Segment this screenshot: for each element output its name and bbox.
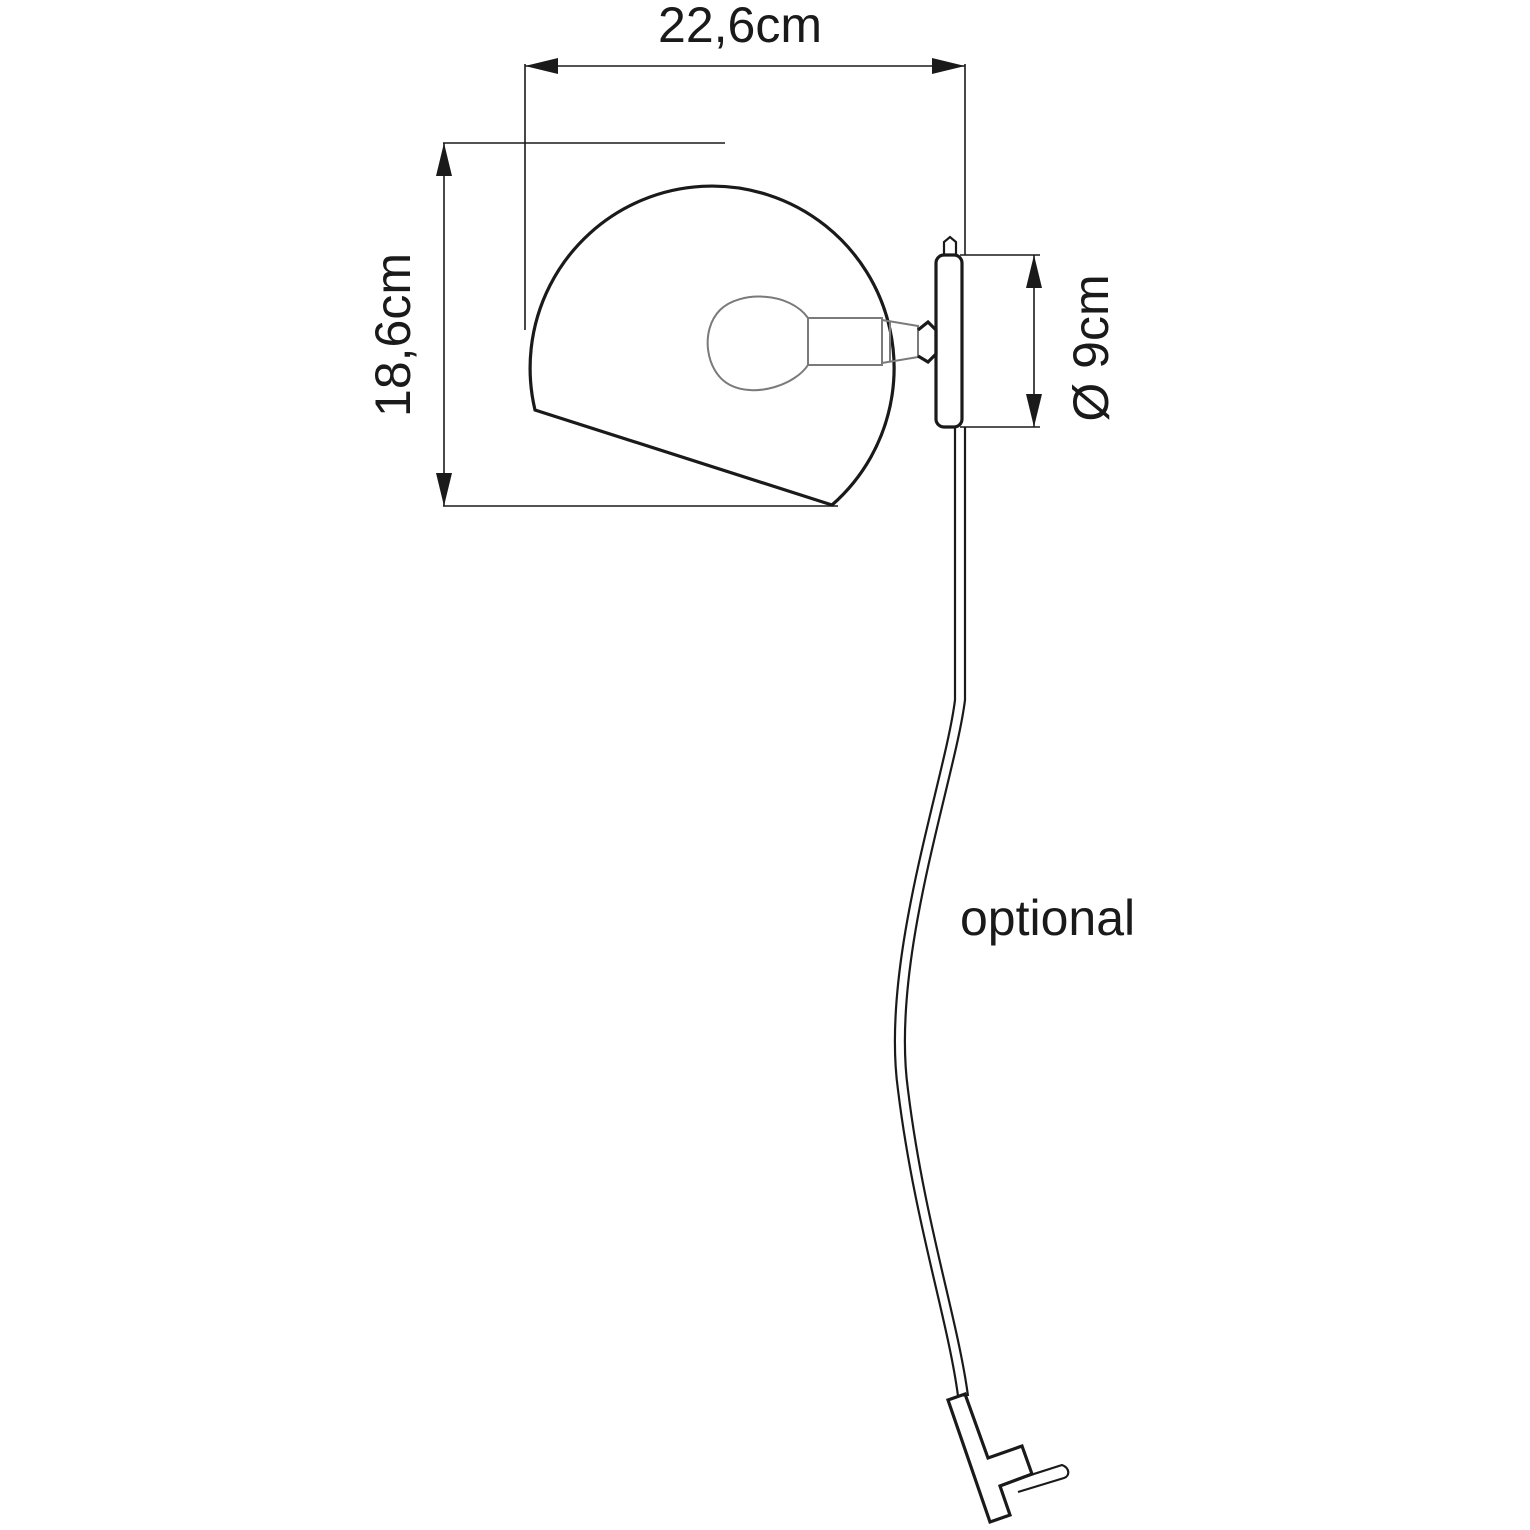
height-arrow-top [436,143,452,176]
cable-line-outer [893,427,960,1397]
power-cable [893,427,970,1397]
height-label: 18,6cm [365,253,421,417]
plug-body [945,1391,1035,1525]
bulb-glass [706,295,809,392]
diameter-label: Ø 9cm [1063,274,1119,421]
wall-plate [934,253,964,429]
bulb-socket [881,319,919,364]
lamp-shade [528,184,896,507]
light-bulb [706,295,919,392]
diameter-dimension: Ø 9cm [960,254,1119,428]
plug-pin [1014,1463,1070,1494]
width-label: 22,6cm [658,0,822,53]
wall-mount [917,235,964,429]
diameter-arrow-bottom [1026,394,1042,427]
height-arrow-bottom [436,473,452,506]
mount-arm [917,319,938,365]
optional-label: optional [960,890,1135,946]
bulb-neck [807,317,883,366]
mount-top-knob [942,235,958,255]
width-dimension: 22,6cm [524,0,966,330]
power-plug [945,1391,1070,1525]
width-arrow-left [525,58,558,74]
width-arrow-right [932,58,965,74]
cable-line-inner [903,427,970,1397]
diameter-arrow-top [1026,255,1042,288]
height-dimension: 18,6cm [365,142,838,507]
